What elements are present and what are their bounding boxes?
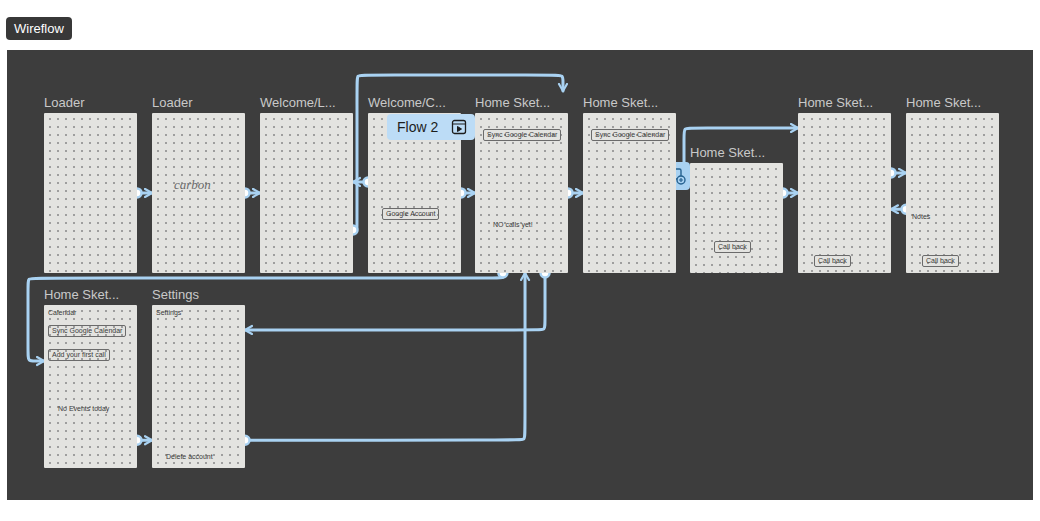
frame-title: Settings xyxy=(152,287,199,302)
icon-frame xyxy=(453,121,466,134)
icon-tile xyxy=(662,162,690,190)
sketch-image xyxy=(690,163,783,273)
sketch-text: Calendar xyxy=(48,309,76,317)
flow-connector-group xyxy=(672,128,799,181)
frame-title: Home Sket... xyxy=(475,95,550,110)
hotspot-dot xyxy=(133,188,142,197)
flow-badge: Flow 2 xyxy=(387,114,475,140)
icon-play xyxy=(453,124,466,132)
frame-title: Welcome/L... xyxy=(260,95,336,110)
screen-frame: SettingsSettingsDelete account xyxy=(152,283,245,468)
icon-plus-circle xyxy=(677,176,685,184)
sketch-text: Notes xyxy=(912,213,930,221)
icon-plus xyxy=(679,178,683,182)
sketch-text: Google Account xyxy=(382,208,439,220)
hotspot-dot xyxy=(241,188,250,197)
flow-connector-group xyxy=(887,168,907,177)
sketch-text: Add your first call xyxy=(48,349,110,361)
flow-connector xyxy=(353,75,563,230)
frame-title: Home Sket... xyxy=(798,95,873,110)
flow-connector-group xyxy=(457,188,476,197)
hotspot-dot xyxy=(457,188,466,197)
sketch-image xyxy=(44,113,137,273)
sketch-text: Delete account xyxy=(166,453,213,461)
flow-connector-group xyxy=(133,436,153,445)
flow-connector xyxy=(28,273,503,361)
frame-title: Loader xyxy=(44,95,84,110)
screen-frame: Home Sket... Call back xyxy=(690,141,783,273)
flow-connector-group xyxy=(891,205,911,214)
prototype-icon xyxy=(451,119,467,135)
flow-label: Flow 2 xyxy=(397,118,438,136)
hotspot-dot xyxy=(241,436,250,445)
section-panel: Loader Loader carbon Welcome/L... Welcome/C.… xyxy=(7,50,1033,500)
frame-title: Loader xyxy=(152,95,192,110)
flow-connector-group xyxy=(564,188,584,197)
frame-title: Welcome/C... xyxy=(368,95,446,110)
flow-connector xyxy=(245,273,545,330)
flow-connector-group xyxy=(353,178,373,187)
sketch-text: Call back xyxy=(714,241,751,253)
screen-frame: Home Sket... NotesCall back xyxy=(906,91,999,273)
hotspot-dot xyxy=(498,269,507,278)
screen-frame: Loader xyxy=(44,91,137,273)
frame-title: Home Sket... xyxy=(44,287,119,302)
hotspot-dot xyxy=(349,226,358,235)
sketch-text: Settings xyxy=(156,309,181,317)
screen-frame: Home Sket... CalendarSync Google Calendar… xyxy=(44,283,137,468)
sketch-text: NO calls yet! xyxy=(493,221,533,229)
hotspot-dot xyxy=(564,188,573,197)
flow-connector-group xyxy=(241,188,261,197)
sketch-text: Sync Google Calendar xyxy=(591,129,669,141)
frame-title: Home Sket... xyxy=(906,95,981,110)
sketch-text: Call back xyxy=(922,255,959,267)
sketch-image xyxy=(906,113,999,273)
sketch-text: Sync Google Calendar xyxy=(483,129,561,141)
section-title: Wireflow xyxy=(6,17,72,40)
sketch-image xyxy=(260,113,353,273)
sketch-image xyxy=(798,113,891,273)
flow-connector xyxy=(245,273,525,440)
screen-frame: Loader carbon xyxy=(152,91,245,273)
flow-connector-group xyxy=(241,273,526,445)
flow-connector-group xyxy=(133,188,153,197)
sketch-image xyxy=(152,113,245,273)
hotspot-dot xyxy=(779,189,788,198)
sketch-text: Call back xyxy=(814,255,851,267)
flow-connector xyxy=(676,128,798,176)
connector-group xyxy=(28,75,911,445)
flow-connector-group xyxy=(349,75,563,235)
flow-connector-group xyxy=(779,189,799,198)
add-interaction-icon xyxy=(662,162,690,190)
sketch-text: No Events today xyxy=(58,405,109,413)
screen-frame: Home Sket... Sync Google Calendar NO calls… xyxy=(475,91,568,273)
screen-frame: Home Sket... Sync Google Calendar xyxy=(583,91,676,273)
hotspot-dot xyxy=(887,168,896,177)
hotspot-dot xyxy=(133,436,142,445)
hotspot-dot xyxy=(364,178,373,187)
screen-frame: Welcome/L... xyxy=(260,91,353,273)
screen-frame: Home Sket... Call back xyxy=(798,91,891,273)
frame-title: Home Sket... xyxy=(583,95,658,110)
hotspot-dot xyxy=(902,205,911,214)
sketch-image xyxy=(152,305,245,468)
flow-connector-group xyxy=(245,269,550,330)
sketch-text: Sync Google Calendar xyxy=(48,325,126,337)
sketch-text: carbon xyxy=(174,177,211,193)
flow-connector-group xyxy=(28,269,507,362)
frame-title: Home Sket... xyxy=(690,145,765,160)
hotspot-dot xyxy=(541,269,550,278)
